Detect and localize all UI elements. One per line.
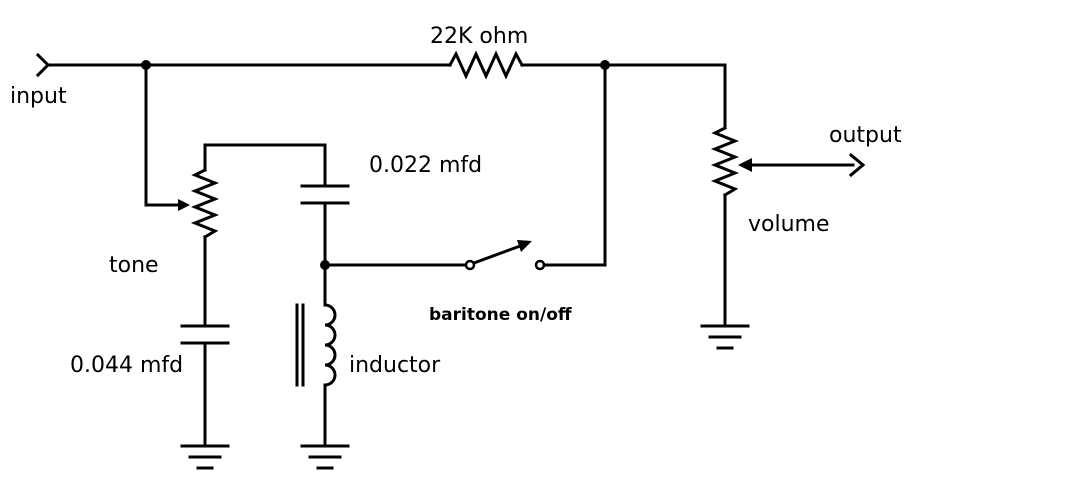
input-terminal: [35, 52, 452, 78]
cap-0022-label: 0.022 mfd: [369, 153, 482, 178]
switch-output-wire: [542, 63, 607, 267]
output-chevron: [848, 152, 866, 178]
baritone-switch: [323, 63, 607, 271]
volume-wiper-arrowhead: [738, 158, 752, 172]
inductor: [295, 303, 337, 448]
ground-tone: [180, 444, 230, 470]
resistor-22k-zigzag: [447, 50, 525, 80]
capacitor-0044: [180, 324, 230, 448]
volume-zigzag: [710, 125, 740, 198]
inductor-coil: [323, 303, 337, 387]
tone-label: tone: [109, 253, 159, 278]
cap-0044-label: 0.044 mfd: [70, 353, 183, 378]
input-label: input: [10, 84, 67, 109]
resistor-22k: [447, 50, 727, 80]
tone-wiper-wire: [144, 63, 182, 207]
switch-contact-left: [464, 259, 476, 271]
tone-to-cap-wire: [203, 143, 327, 187]
capacitor-0022: [300, 184, 350, 307]
switch-label: baritone on/off: [429, 305, 572, 325]
ground-inductor: [300, 444, 350, 470]
switch-lever: [472, 244, 522, 265]
inductor-label: inductor: [349, 353, 441, 378]
tone-potentiometer: [144, 63, 220, 327]
tone-wiper-arrowhead: [178, 199, 190, 211]
ground-volume: [700, 324, 750, 350]
resistor-22k-label: 22K ohm: [430, 24, 528, 49]
tone-pot-zigzag: [190, 167, 220, 240]
volume-label: volume: [748, 212, 830, 237]
volume-potentiometer: [710, 63, 866, 328]
switch-lever-arrowhead: [517, 240, 532, 252]
output-label: output: [829, 123, 902, 148]
